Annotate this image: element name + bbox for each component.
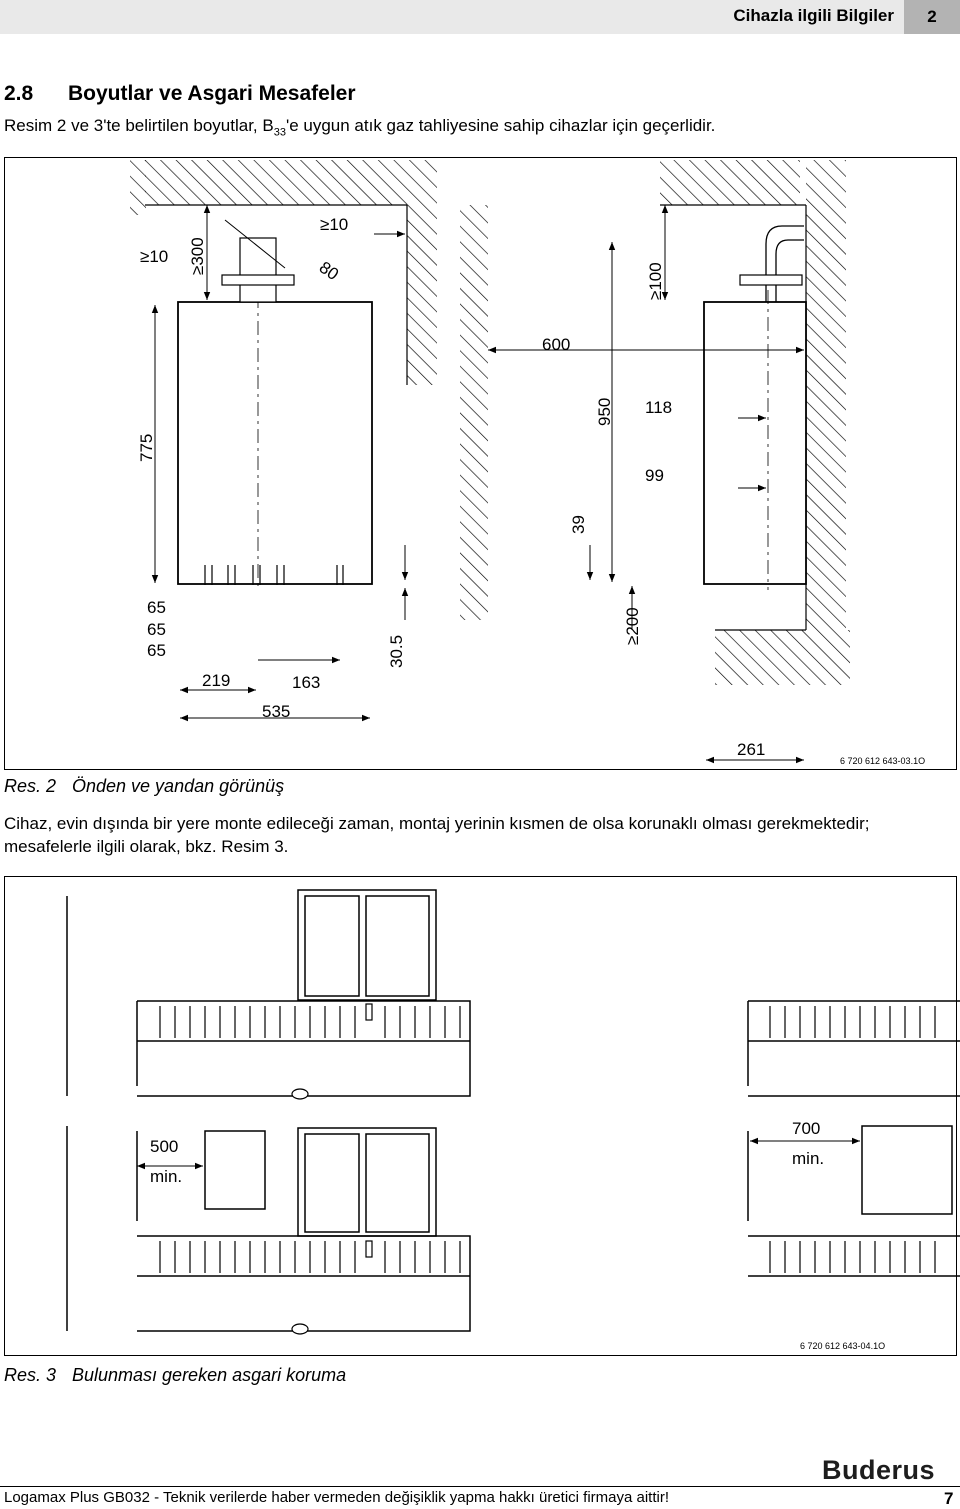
- section-heading: 2.8 Boyutlar ve Asgari Mesafeler: [4, 82, 356, 106]
- header-bar: [0, 0, 904, 34]
- dim-conn-65a: 65: [147, 598, 166, 617]
- dim-side-width: 600: [542, 335, 570, 354]
- chapter-number: 2: [904, 0, 960, 34]
- figure-3-caption: Res. 3 Bulunması gereken asgari koruma: [4, 1365, 346, 1386]
- intro-text-1: Resim 2 ve 3'te belirtilen boyutlar, B: [4, 116, 274, 135]
- dim-side-118: 118: [645, 398, 672, 417]
- dim-top-right-gap: ≥10: [320, 215, 348, 234]
- caption-label: Res. 2: [4, 776, 57, 796]
- dim-side-height: 950: [595, 398, 614, 426]
- dim-top-clearance: ≥300: [188, 237, 207, 275]
- dim-side-bottom: ≥200: [623, 607, 642, 645]
- dim-219: 219: [202, 671, 230, 690]
- dim-side-top: ≥100: [646, 262, 665, 300]
- dim-height: 775: [137, 434, 156, 462]
- figure-2-caption: Res. 2 Önden ve yandan görünüş: [4, 776, 284, 797]
- dim-top-left-gap: ≥10: [140, 247, 168, 266]
- figure-3-drawing: 500 min. 700 min. 6 720 612 643-04.1O: [66, 889, 960, 1351]
- hatch-ceiling: [660, 160, 800, 205]
- hatch-wall: [130, 160, 146, 215]
- dim-side-39: 39: [569, 515, 588, 534]
- left-distance-value: 500: [150, 1137, 178, 1156]
- body-paragraph: Cihaz, evin dışında bir yere monte edile…: [4, 814, 870, 856]
- caption-label: Res. 3: [4, 1365, 57, 1385]
- footer-divider: [0, 1486, 960, 1487]
- dim-535: 535: [262, 702, 290, 721]
- section-title: Boyutlar ve Asgari Mesafeler: [68, 82, 356, 105]
- footer-text: Logamax Plus GB032 - Teknik verilerde ha…: [4, 1489, 670, 1506]
- right-distance-value: 700: [792, 1119, 820, 1138]
- figure-2-code: 6 720 612 643-03.1O: [840, 756, 925, 766]
- hatch-wall: [460, 205, 488, 620]
- left-distance-unit: min.: [150, 1167, 182, 1186]
- dim-flue-dia: 80: [316, 258, 342, 284]
- boiler-front: [177, 301, 373, 585]
- dim-163: 163: [292, 673, 320, 692]
- dim-side-depth: 261: [737, 740, 765, 759]
- chapter-title: Cihazla ilgili Bilgiler: [733, 6, 894, 25]
- figure-2-drawing: ≥10 ≥300 ≥10 80 775 65 65 65 219 163 535…: [130, 160, 925, 766]
- intro-paragraph: Resim 2 ve 3'te belirtilen boyutlar, B33…: [4, 116, 715, 138]
- hatch-wall: [407, 160, 437, 385]
- buderus-logo: Buderus: [822, 1455, 936, 1485]
- dim-side-99: 99: [645, 466, 664, 485]
- dim-conn-65b: 65: [147, 620, 166, 639]
- page-number: 7: [944, 1489, 954, 1508]
- hatch-ceiling: [145, 160, 407, 205]
- caption-text: Bulunması gereken asgari koruma: [72, 1365, 347, 1385]
- hatch-wall: [806, 160, 846, 630]
- right-distance-unit: min.: [792, 1149, 824, 1168]
- hatch-floor: [715, 630, 850, 685]
- figure-3-frame: [4, 876, 957, 1356]
- figure-3-code: 6 720 612 643-04.1O: [800, 1341, 885, 1351]
- figure-2-frame: [4, 157, 957, 770]
- intro-subscript: 33: [273, 126, 286, 139]
- section-number: 2.8: [4, 82, 34, 105]
- caption-text: Önden ve yandan görünüş: [72, 776, 285, 796]
- intro-text-2: 'e uygun atık gaz tahliyesine sahip ciha…: [285, 116, 716, 135]
- dim-conn-65c: 65: [147, 641, 166, 660]
- boiler-side: [703, 301, 807, 585]
- dim-bottom-offset: 30.5: [387, 635, 406, 668]
